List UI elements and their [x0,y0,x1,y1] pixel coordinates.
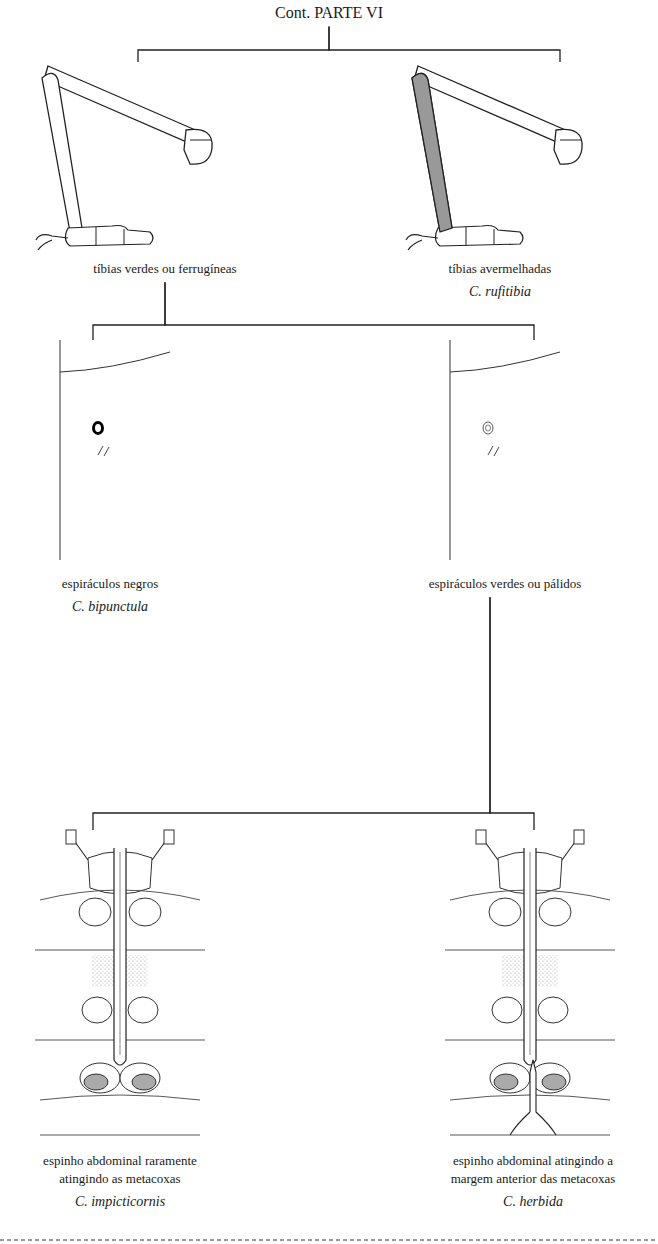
species-name: C. impicticornis [31,1192,209,1212]
character-text: tíbias verdes ou ferrugíneas [45,260,285,278]
key-lead: espinho abdominal atingindo a margem ant… [408,830,658,1216]
character-text: Cont. PARTE VI [229,2,429,24]
key-lead: tíbias verdes ou ferrugíneas [40,62,290,282]
key-connector [93,597,490,830]
character-text: espinho abdominal raramente atingindo as… [31,1152,209,1188]
character-text: espiráculos negros [15,575,205,593]
character-text: espiráculos verdes ou pálidos [385,575,625,593]
key-connector [329,26,560,62]
key-connector [93,282,165,340]
key-heading: Cont. PARTE VI [229,2,429,28]
character-text: tíbias avermelhadas [380,260,620,278]
key-connector [490,597,534,830]
character-text: espinho abdominal atingindo a margem ant… [438,1152,628,1188]
key-lead: tíbias avermelhadas C. rufitibia [375,62,625,306]
key-lead: espiráculos verdes ou pálidos [380,340,630,597]
species-name: C. rufitibia [380,282,620,302]
species-name: C. bipunctula [15,597,205,617]
key-lead: espinho abdominal raramente atingindo as… [0,830,240,1216]
key-connector [138,26,329,62]
key-lead: espiráculos negros C. bipunctula [10,340,210,621]
species-name: C. herbida [438,1192,628,1212]
